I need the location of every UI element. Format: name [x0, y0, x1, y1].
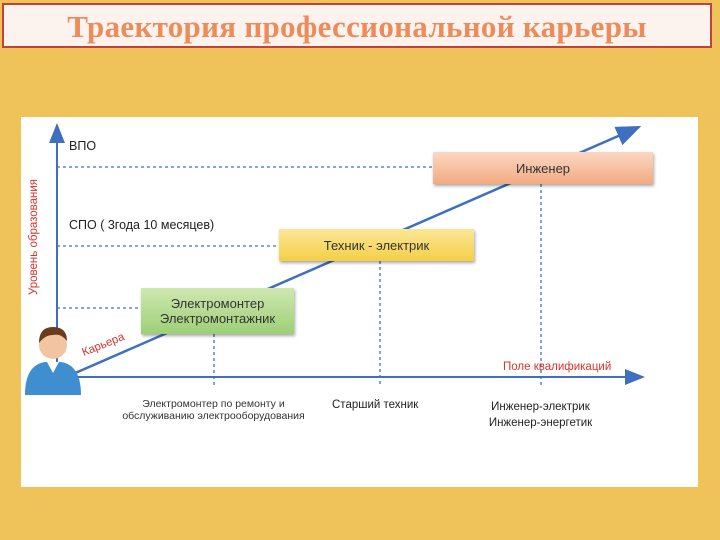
page-title: Траектория профессиональной карьеры — [67, 9, 647, 44]
box-engineer: Инженер — [433, 152, 653, 184]
person-avatar-icon — [25, 327, 81, 395]
box-green-line1: Электромонтер — [170, 296, 265, 311]
x-axis-label: Поле квалификаций — [503, 361, 612, 373]
bottom-label-col1: Электромонтер по ремонту и обслуживанию … — [106, 398, 321, 422]
box-green-line2: Электромонтажник — [159, 311, 276, 326]
bottom-label-col3: Инженер-электрик Инженер-энергетик — [483, 399, 598, 431]
career-diagram: Уровень образования ВПО СПО ( 3года 10 м… — [21, 117, 698, 487]
box-technik: Техник - электрик — [279, 229, 474, 261]
bottom-label-col3-line1: Инженер-электрик — [491, 401, 590, 413]
level-spo-label: СПО ( 3года 10 месяцев) — [69, 218, 215, 232]
level-vpo-label: ВПО — [69, 139, 97, 153]
box-yellow-label: Техник - электрик — [323, 237, 430, 253]
box-electromonter: Электромонтер Электромонтажник — [141, 288, 294, 334]
bottom-label-col2: Старший техник — [332, 399, 419, 411]
bottom-label-col1-line2: обслуживанию электрооборудования — [122, 410, 305, 422]
bottom-label-col3-line2: Инженер-энергетик — [488, 417, 593, 429]
y-axis-label: Уровень образования — [28, 178, 40, 296]
title-banner: Траектория профессиональной карьеры — [2, 3, 712, 48]
box-peach-label: Инженер — [515, 160, 571, 176]
bottom-label-col1-line1: Электромонтер по ремонту и — [142, 398, 285, 410]
